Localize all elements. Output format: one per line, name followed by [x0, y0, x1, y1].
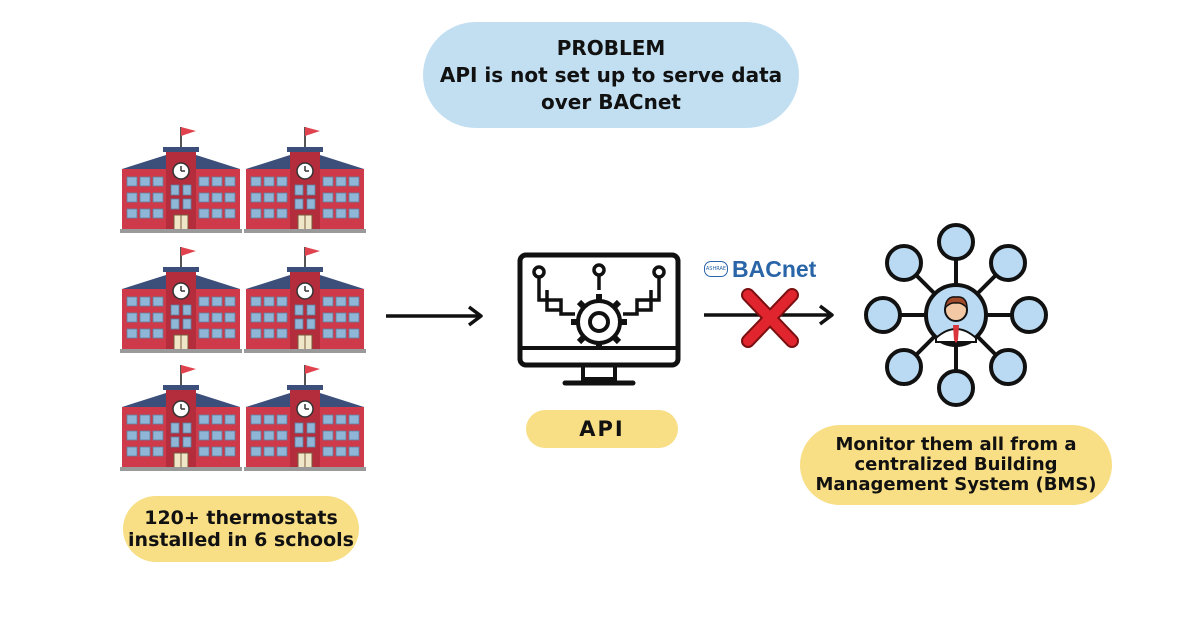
- school-building-icon: [243, 364, 367, 471]
- problem-line-2: over BACnet: [541, 89, 681, 114]
- api-label-text: API: [579, 417, 625, 441]
- school-building-icon: [243, 126, 367, 234]
- bms-note-line-1: Monitor them all from a: [835, 434, 1077, 455]
- network-node-icon: [885, 348, 923, 386]
- thermostats-note-line-1: 120+ thermostats: [144, 507, 338, 529]
- bms-network-icon: [864, 223, 1048, 407]
- network-node-icon: [937, 223, 975, 261]
- bacnet-logo-text: BACnet: [732, 255, 817, 282]
- blocked-arrow: [704, 288, 834, 348]
- person-icon: [935, 296, 977, 343]
- bms-note: Monitor them all from a centralized Buil…: [800, 425, 1112, 505]
- arrow-to-api-icon: [386, 305, 483, 327]
- thermostats-note-line-2: installed in 6 schools: [128, 529, 354, 551]
- thermostats-note: 120+ thermostats installed in 6 schools: [123, 496, 359, 562]
- network-node-icon: [937, 369, 975, 407]
- bms-note-line-3: Management System (BMS): [815, 474, 1097, 495]
- bms-note-line-2: centralized Building: [854, 454, 1058, 475]
- network-node-icon: [1010, 296, 1048, 334]
- bacnet-logo: ASHRAE BACnet: [704, 256, 832, 282]
- school-building-icon: [119, 246, 243, 354]
- api-label: API: [526, 410, 678, 448]
- problem-callout: PROBLEM API is not set up to serve data …: [423, 22, 799, 128]
- schools-grid: [119, 126, 367, 471]
- network-node-icon: [885, 244, 923, 282]
- network-node-icon: [989, 244, 1027, 282]
- school-building-icon: [119, 364, 243, 471]
- school-building-icon: [243, 246, 367, 354]
- api-monitor-icon: [517, 252, 681, 386]
- network-node-icon: [989, 348, 1027, 386]
- red-cross-icon: [741, 288, 799, 348]
- network-node-icon: [864, 296, 902, 334]
- school-building-icon: [119, 126, 243, 234]
- problem-line-1: API is not set up to serve data: [439, 62, 783, 87]
- problem-heading: PROBLEM: [556, 35, 666, 60]
- ashrae-badge: ASHRAE: [704, 261, 728, 277]
